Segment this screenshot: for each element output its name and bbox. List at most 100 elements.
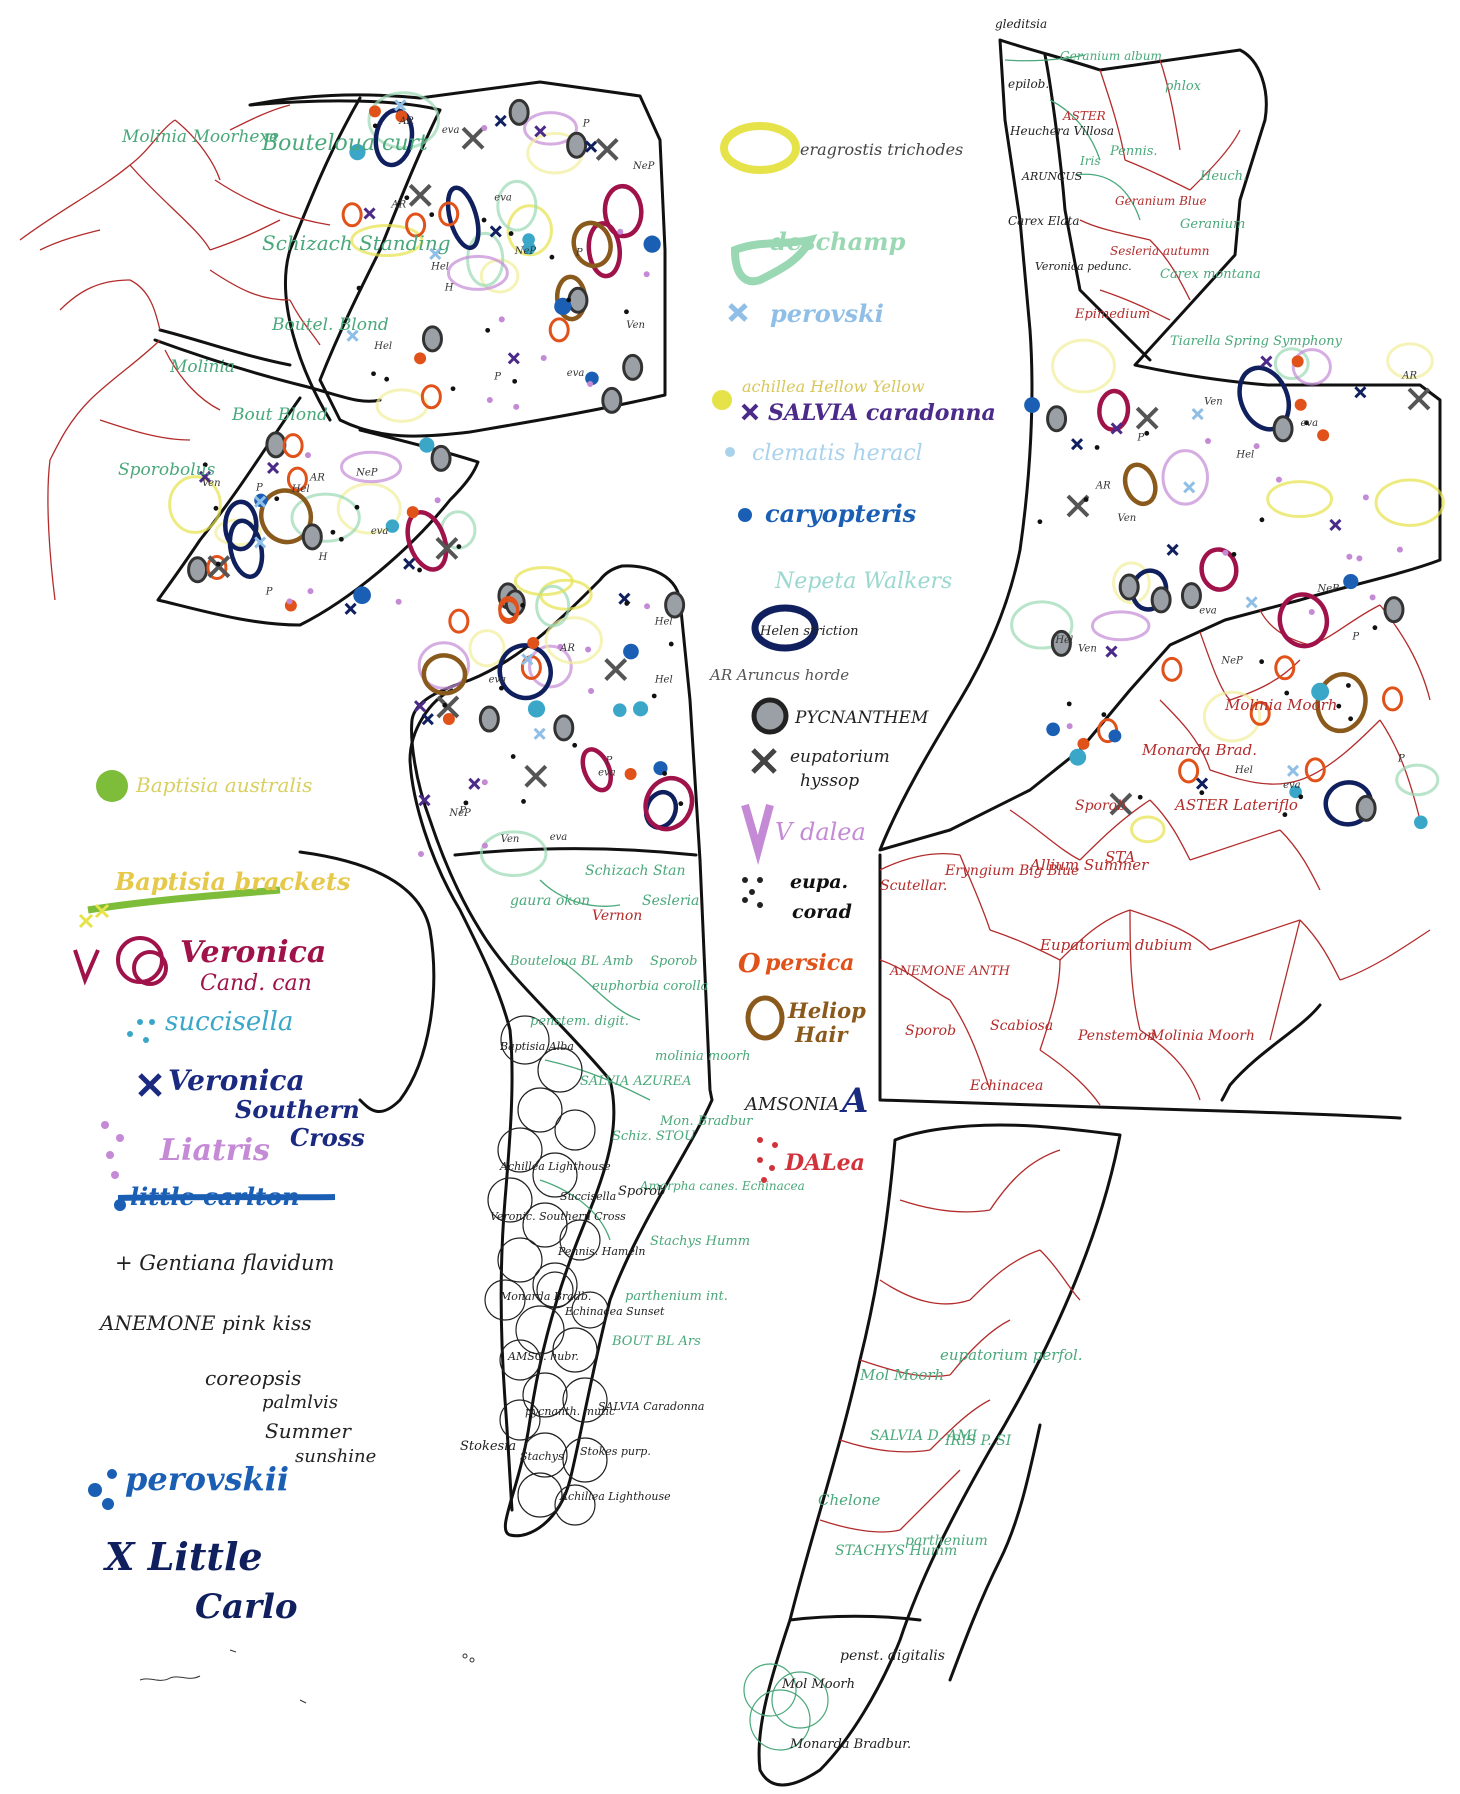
grass-circle (552, 1327, 598, 1373)
orange-dot (1077, 737, 1090, 750)
orange-dot (368, 105, 381, 118)
persicaria-mark (282, 433, 304, 459)
black-dot (1348, 716, 1354, 722)
bed-top-right-inner (1043, 53, 1152, 362)
region-tiarella: Tiarella Spring Symphony (1170, 334, 1343, 349)
grass-circle (499, 1399, 541, 1441)
persicaria-mark (498, 596, 520, 622)
liatris-dot (1356, 555, 1363, 562)
black-dot (371, 371, 376, 377)
region-br-monarda: Monarda Bradbur. (789, 1737, 911, 1752)
legend-caryopteris: caryopteris (765, 499, 917, 528)
region-phlox: phlox (1165, 79, 1202, 94)
region-schizach: Schizach Standing (262, 231, 451, 255)
caryopteris-mark (1024, 397, 1040, 413)
region-br-penstemon: penst. digitalis (840, 1648, 945, 1664)
liatris-dot (588, 687, 595, 694)
wash-mark (1130, 815, 1166, 844)
black-dot (1066, 701, 1072, 707)
persicaria-mark (1249, 700, 1271, 726)
legend-amsonia: AMSONIA (743, 1094, 839, 1115)
legend-clematis: clematis heracl (752, 441, 923, 466)
black-dot (662, 771, 668, 776)
swatch-succisella (127, 1019, 155, 1043)
pycnanthemum-mark (553, 714, 575, 742)
legend-heliopsis-1: Heliop (787, 998, 866, 1023)
x-mark (436, 695, 460, 719)
black-dot (1199, 790, 1205, 796)
region-mon-bradbur: Mon. Bradbur (659, 1114, 753, 1129)
wash-mark (1266, 480, 1334, 519)
region-carex: Carex Elata (1008, 214, 1079, 228)
pycnanthemum-mark (1050, 629, 1072, 657)
liatris-dot (395, 598, 402, 605)
wash-mark (375, 388, 429, 423)
region-bout-blond2: Bout Blond (231, 405, 328, 425)
swatch-eupa-dots (742, 877, 763, 908)
liatris-dot (418, 850, 425, 857)
region-carex-monta: Carex montana (1160, 267, 1261, 282)
bed-central-divider (453, 847, 698, 857)
x-mark (507, 352, 520, 365)
orange-dot (442, 712, 455, 725)
legend-coreopsis-3: Summer (265, 1419, 352, 1443)
bed-code: eva (494, 192, 512, 203)
pycnanthemum-mark (265, 431, 287, 459)
region-stachys: Stachys Humm (650, 1234, 750, 1249)
black-dot (668, 641, 674, 647)
black-dot (338, 536, 344, 542)
region-br-mol-moorh: Mol Moorh (859, 1366, 944, 1384)
region-molinia: Molinia (169, 357, 235, 377)
region-br-iris: IRIS P. SI (944, 1433, 1012, 1449)
bed-code: Ven (501, 834, 520, 845)
liatris-dot (481, 125, 488, 132)
persicaria-mark (1178, 758, 1200, 784)
black-dot (202, 462, 208, 468)
x-mark (1166, 543, 1179, 556)
liatris-dot (617, 228, 624, 235)
liatris-dot (540, 354, 547, 361)
region-aster-lateriflo: ASTER Lateriflo (1173, 796, 1298, 814)
region-molinia-r2: Molinia Moorh (1149, 1028, 1255, 1044)
caryopteris-mark (527, 700, 546, 718)
caryopteris-mark (1069, 748, 1087, 766)
orange-dot (527, 636, 540, 649)
wash-mark (367, 91, 441, 150)
region-sporob2: Sporob (618, 1184, 665, 1199)
bed-code: Hel (291, 484, 310, 495)
bed-code: H (318, 552, 328, 563)
black-dot (417, 567, 422, 573)
grass-circle (522, 1372, 568, 1418)
region-veronica-ped: Veronica pedunc. (1035, 260, 1132, 273)
plant-blob (223, 499, 259, 552)
persicaria-mark (1274, 655, 1296, 681)
x-mark (1407, 387, 1431, 411)
plant-labels: eragrostis trichodes deschamp perovski a… (98, 17, 1343, 1752)
pycnanthemum-mark (1118, 573, 1140, 601)
region-heuchera: Heuchera Villosa (1009, 124, 1114, 138)
region-lines-green (539, 54, 1141, 1241)
legend-eupatorium-1: eupatorium (790, 747, 890, 767)
orange-dot (1291, 355, 1304, 368)
swatch-veronica-candy (73, 936, 168, 986)
black-dot (1336, 703, 1342, 709)
wash-mark (479, 830, 548, 877)
bed-code: Hel (654, 616, 673, 627)
grass-circle (559, 1219, 601, 1261)
persicaria-mark (206, 554, 228, 580)
plant-blob (571, 220, 613, 269)
region-stokesia: Stokesia (460, 1439, 516, 1454)
region-epilob: epilob. (1008, 77, 1049, 91)
swatch-perovskii (88, 1469, 117, 1510)
region-heuch: Heuch. (1199, 169, 1247, 184)
wash-mark (1051, 338, 1116, 394)
black-dot (274, 496, 280, 502)
swatch-heliopsis (745, 995, 785, 1041)
x-mark (421, 713, 434, 726)
pycnanthemum-mark (478, 705, 500, 733)
legend-eragrostis: eragrostis trichodes (800, 140, 963, 159)
x-mark (1260, 355, 1273, 368)
black-dot (450, 386, 456, 392)
bed-lower-right-step (1220, 1003, 1322, 1102)
